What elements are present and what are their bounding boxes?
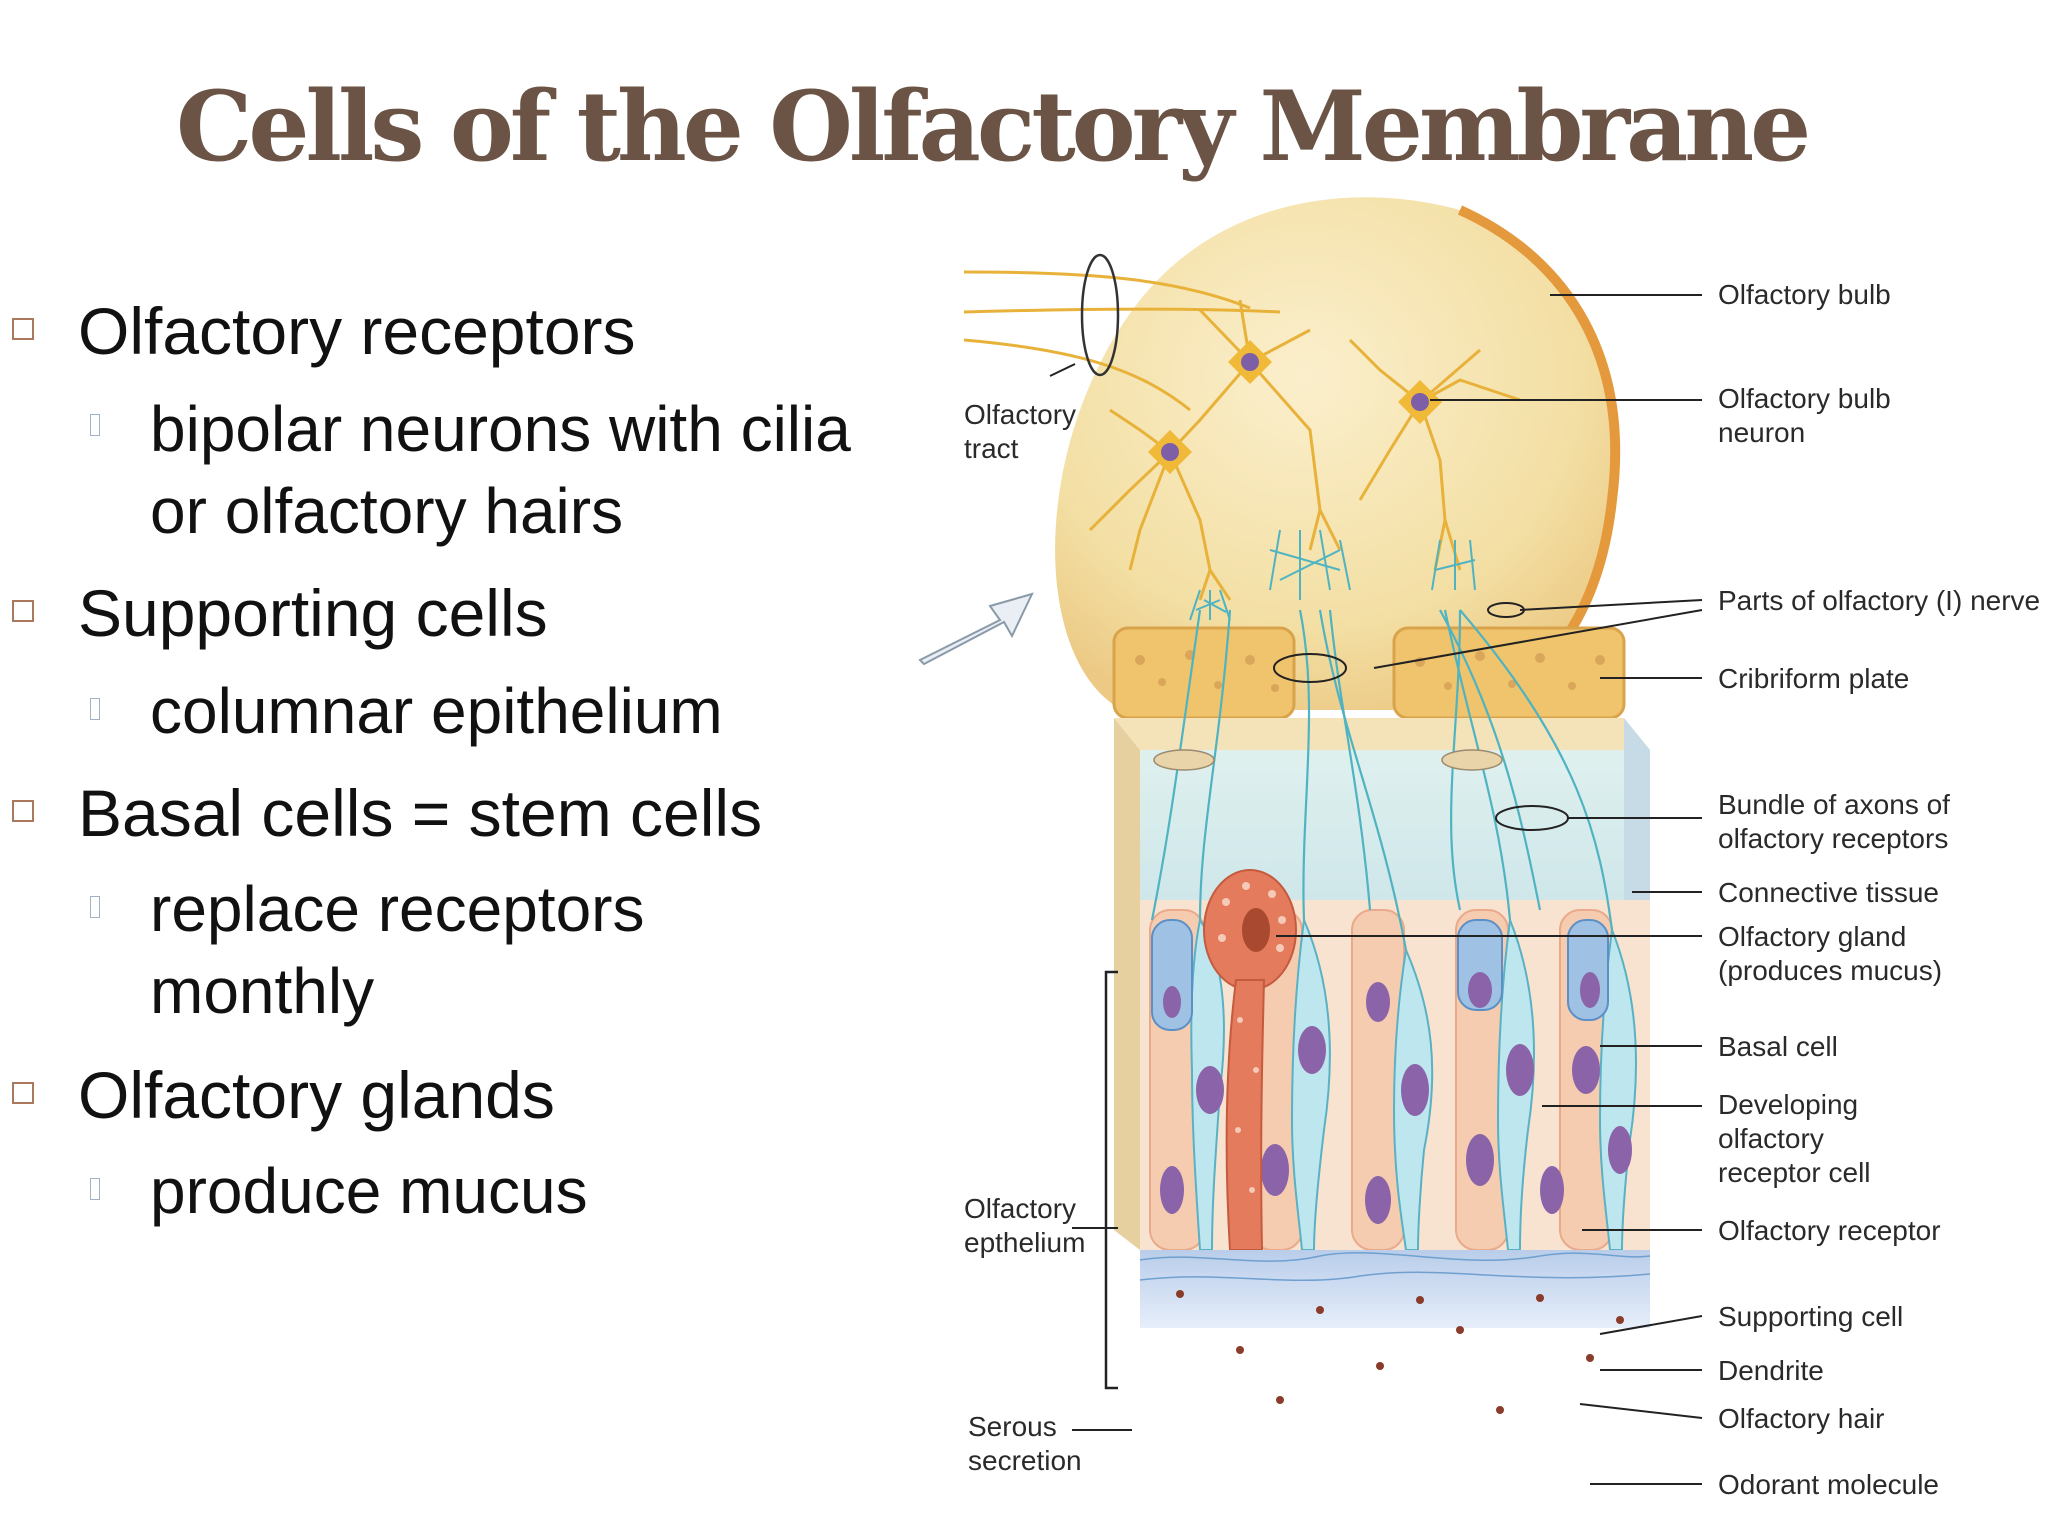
olfactory-tract-fibers bbox=[963, 253, 1281, 412]
mucus-layer-graphic bbox=[1140, 1250, 1650, 1328]
bulb-neurons bbox=[1088, 299, 1521, 601]
sub-bullet-olfactory-hairs: or olfactory hairs bbox=[150, 475, 624, 547]
label-developing-receptor: Developing olfactory receptor cell bbox=[1718, 1089, 1871, 1188]
label-olfactory-gland: Olfactory gland (produces mucus) bbox=[1718, 921, 1942, 986]
sub-bullet-bipolar-neurons: bipolar neurons with cilia bbox=[150, 393, 851, 465]
bullet-olfactory-receptors: Olfactory receptors bbox=[78, 294, 636, 368]
label-leader-lines bbox=[1049, 294, 1703, 1485]
label-olfactory-epithelium: Olfactory epthelium bbox=[964, 1193, 1085, 1258]
label-axon-bundle: Bundle of axons of olfactory receptors bbox=[1718, 789, 1958, 854]
label-olfactory-hair: Olfactory hair bbox=[1718, 1403, 1885, 1434]
foramen-oval bbox=[1441, 749, 1503, 771]
bullet-square-icon bbox=[12, 318, 34, 340]
bullet-square-icon bbox=[12, 600, 34, 622]
label-olfactory-bulb-neuron: Olfactory bulb neuron bbox=[1718, 383, 1899, 448]
sub-bullet-replace-receptors: replace receptors bbox=[150, 873, 645, 945]
label-basal-cell: Basal cell bbox=[1718, 1031, 1838, 1062]
cell-nuclei bbox=[1160, 972, 1632, 1224]
sub-bullet-monthly: monthly bbox=[150, 955, 375, 1027]
olfactory-hairs-graphic bbox=[1139, 1271, 1651, 1282]
label-cribriform-plate: Cribriform plate bbox=[1718, 663, 1909, 694]
pointer-arrow-icon bbox=[918, 592, 1034, 666]
connective-tissue-graphic bbox=[1140, 750, 1650, 900]
label-serous-secretion: Serous secretion bbox=[968, 1411, 1082, 1476]
bullet-square-icon bbox=[12, 800, 34, 822]
sub-bullet-icon bbox=[90, 896, 100, 918]
odorant-molecules bbox=[1176, 1290, 1624, 1414]
label-olfactory-bulb: Olfactory bulb bbox=[1718, 279, 1891, 310]
sub-bullet-icon bbox=[90, 1178, 100, 1200]
label-olfactory-nerve: Parts of olfactory (I) nerve bbox=[1718, 585, 2040, 616]
label-dendrite: Dendrite bbox=[1718, 1355, 1824, 1386]
bullet-basal-cells: Basal cells = stem cells bbox=[78, 776, 763, 850]
foramen-oval bbox=[1153, 749, 1215, 771]
sub-bullet-icon bbox=[90, 698, 100, 720]
label-olfactory-receptor: Olfactory receptor bbox=[1718, 1215, 1941, 1246]
bullet-supporting-cells: Supporting cells bbox=[78, 576, 548, 650]
epithelium-bracket bbox=[1104, 970, 1118, 1390]
bulb-neuron-bodies bbox=[1148, 340, 1442, 474]
bullet-olfactory-glands: Olfactory glands bbox=[78, 1058, 555, 1132]
slide-title: Cells of the Olfactory Membrane bbox=[176, 70, 1811, 183]
sub-bullet-icon bbox=[90, 414, 100, 436]
sub-bullet-columnar-epithelium: columnar epithelium bbox=[150, 675, 723, 747]
label-olfactory-tract: Olfactory tract bbox=[964, 399, 1084, 464]
bullet-square-icon bbox=[12, 1082, 34, 1104]
label-connective-tissue: Connective tissue bbox=[1718, 877, 1939, 908]
olfactory-hairs-graphic bbox=[1139, 1251, 1651, 1262]
glomeruli-tufts bbox=[1189, 529, 1476, 621]
olfactory-gland-graphic bbox=[1203, 869, 1297, 1251]
label-supporting-cell: Supporting cell bbox=[1718, 1301, 1903, 1332]
olfactory-membrane-diagram: Olfactory tract Olfactory epthelium Sero… bbox=[918, 197, 2040, 1500]
sub-bullet-produce-mucus: produce mucus bbox=[150, 1155, 588, 1227]
block-side bbox=[1114, 718, 1140, 1250]
connective-tissue-top bbox=[1114, 718, 1650, 750]
label-odorant-molecule: Odorant molecule bbox=[1718, 1469, 1939, 1500]
